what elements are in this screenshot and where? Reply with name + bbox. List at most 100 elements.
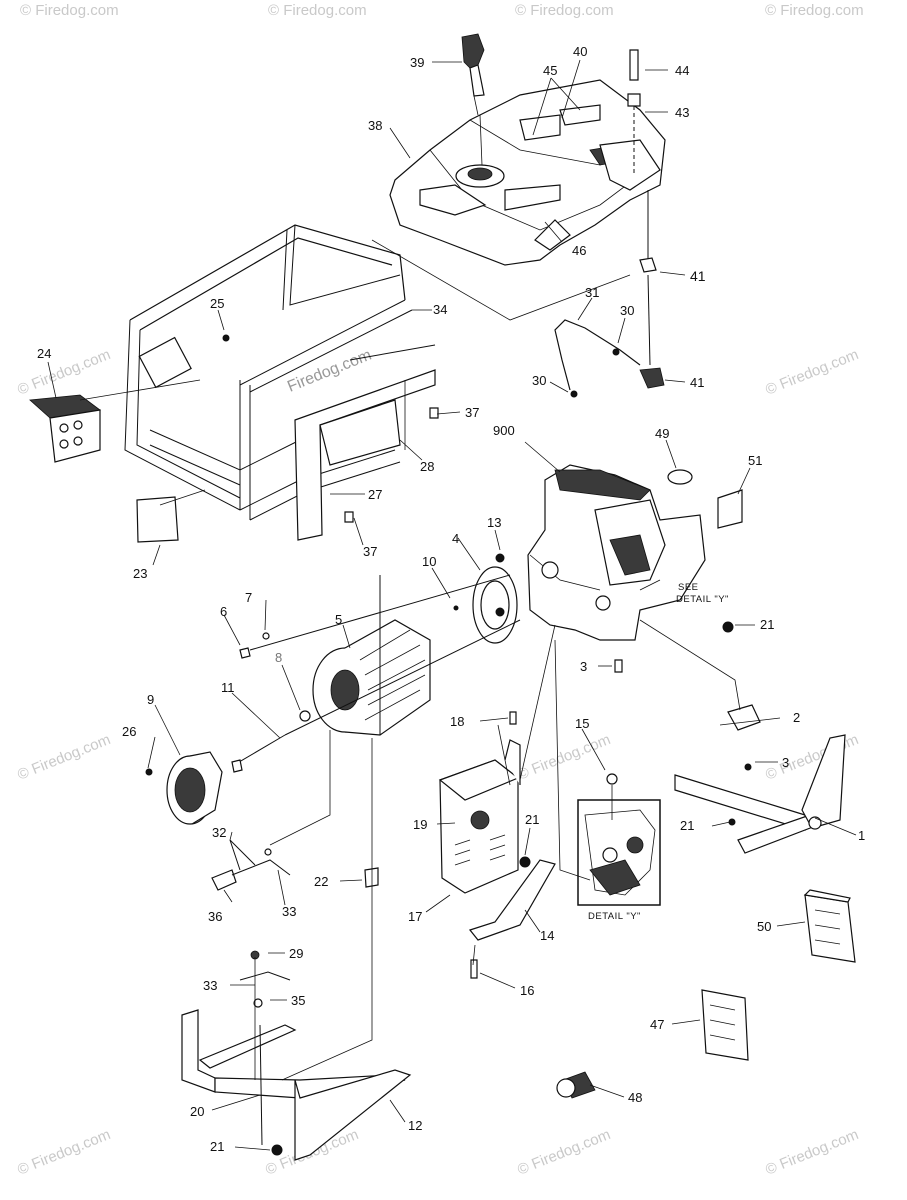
part-label-15: 15 bbox=[575, 716, 589, 731]
leader-lines bbox=[47, 59, 857, 1151]
part-label-51: 51 bbox=[748, 453, 762, 468]
watermark: © Firedog.com bbox=[515, 2, 614, 19]
watermark: © Firedog.com bbox=[763, 731, 861, 784]
handle-frame bbox=[674, 704, 846, 854]
stator-assembly bbox=[312, 575, 431, 736]
part-label-28: 28 bbox=[420, 459, 434, 474]
part-label-43: 43 bbox=[675, 105, 689, 120]
part-label-39: 39 bbox=[410, 55, 424, 70]
part-label-48: 48 bbox=[628, 1090, 642, 1105]
watermark: © Firedog.com bbox=[763, 1126, 861, 1179]
part-label-900: 900 bbox=[493, 423, 515, 438]
part-label-47: 47 bbox=[650, 1017, 664, 1032]
part-label-41-bottom: 41 bbox=[690, 375, 704, 390]
control-panel-part bbox=[29, 394, 101, 463]
part-label-5: 5 bbox=[335, 612, 342, 627]
part-label-49: 49 bbox=[655, 426, 669, 441]
part-label-29: 29 bbox=[289, 946, 303, 961]
part-label-12: 12 bbox=[408, 1118, 422, 1133]
part-label-41-top: 41 bbox=[690, 268, 706, 284]
part-label-27: 27 bbox=[368, 487, 382, 502]
part-label-10: 10 bbox=[422, 554, 436, 569]
part-label-30-upper: 30 bbox=[620, 303, 634, 318]
watermark: © Firedog.com bbox=[268, 2, 367, 19]
fuel-cap bbox=[461, 33, 485, 116]
part-label-35: 35 bbox=[291, 993, 305, 1008]
plug bbox=[556, 1071, 596, 1099]
part-label-1: 1 bbox=[858, 828, 865, 843]
part-label-11: 11 bbox=[221, 680, 235, 695]
part-label-3-engine: 3 bbox=[580, 659, 587, 674]
part-label-46: 46 bbox=[572, 243, 586, 258]
part-label-16: 16 bbox=[520, 983, 534, 998]
part-label-18: 18 bbox=[450, 714, 464, 729]
detail-y-ref: DETAIL "Y" bbox=[676, 594, 729, 605]
part-label-17: 17 bbox=[408, 909, 422, 924]
rear-cover bbox=[166, 751, 223, 825]
bolts bbox=[145, 553, 521, 776]
part-label-40: 40 bbox=[573, 44, 587, 59]
manuals bbox=[701, 889, 856, 1061]
detail-y-view bbox=[577, 799, 661, 906]
detail-y-caption: DETAIL "Y" bbox=[588, 911, 641, 922]
watermark: © Firedog.com bbox=[763, 346, 861, 399]
part-label-31: 31 bbox=[585, 285, 599, 300]
part-label-24: 24 bbox=[37, 346, 51, 361]
part-label-2: 2 bbox=[793, 710, 800, 725]
mount-bracket bbox=[727, 704, 761, 731]
part-label-25: 25 bbox=[210, 296, 224, 311]
part-label-33-lower: 33 bbox=[203, 978, 217, 993]
label-plate bbox=[136, 496, 179, 543]
watermark: © Firedog.com bbox=[15, 731, 113, 784]
part-label-38: 38 bbox=[368, 118, 382, 133]
part-label-21-frame: 21 bbox=[680, 818, 694, 833]
part-label-21-engine: 21 bbox=[760, 617, 774, 632]
decal-square bbox=[717, 489, 743, 529]
engine bbox=[527, 464, 706, 641]
watermark: © Firedog.com bbox=[15, 1126, 113, 1179]
fuel-line bbox=[554, 319, 641, 398]
watermark: © Firedog.com bbox=[515, 1126, 613, 1179]
decal-round bbox=[667, 469, 693, 485]
part-label-36: 36 bbox=[208, 909, 222, 924]
tank-bolt-stack bbox=[627, 49, 665, 389]
part-label-32: 32 bbox=[212, 825, 226, 840]
muffler-bracket bbox=[468, 859, 556, 941]
part-label-20: 20 bbox=[190, 1104, 204, 1119]
part-label-21-muffler: 21 bbox=[525, 812, 539, 827]
part-label-4: 4 bbox=[452, 531, 459, 546]
part-label-14: 14 bbox=[540, 928, 554, 943]
part-label-9: 9 bbox=[147, 692, 154, 707]
muffler bbox=[438, 739, 521, 894]
watermark: © Firedog.com bbox=[765, 2, 864, 19]
part-label-6: 6 bbox=[220, 604, 227, 619]
panel-bracket bbox=[294, 344, 436, 541]
small-hardware bbox=[222, 334, 752, 1156]
assembly-lines bbox=[79, 239, 741, 1081]
see-label: SEE bbox=[678, 582, 699, 593]
brush-assembly bbox=[211, 839, 291, 891]
part-label-37-lower: 37 bbox=[363, 544, 377, 559]
part-labels: 39 40 45 44 43 38 46 41 34 31 30 25 24 4… bbox=[37, 44, 865, 1154]
watermark-center: Firedog.com bbox=[285, 347, 374, 396]
part-label-3-frame: 3 bbox=[782, 755, 789, 770]
part-label-7: 7 bbox=[245, 590, 252, 605]
part-label-26: 26 bbox=[122, 724, 136, 739]
fuel-tank bbox=[389, 79, 666, 266]
frame-cradle bbox=[124, 224, 413, 521]
part-label-45: 45 bbox=[543, 63, 557, 78]
part-label-30-lower: 30 bbox=[532, 373, 546, 388]
part-label-50: 50 bbox=[757, 919, 771, 934]
rear-bearing-carrier bbox=[472, 566, 518, 644]
shock-mount bbox=[364, 867, 379, 888]
part-label-44: 44 bbox=[675, 63, 689, 78]
part-label-23: 23 bbox=[133, 566, 147, 581]
part-label-21-base: 21 bbox=[210, 1139, 224, 1154]
part-label-34: 34 bbox=[433, 302, 447, 317]
base-frame bbox=[181, 1009, 412, 1161]
part-label-33-upper: 33 bbox=[282, 904, 296, 919]
part-label-37-upper: 37 bbox=[465, 405, 479, 420]
part-label-19: 19 bbox=[413, 817, 427, 832]
part-label-8: 8 bbox=[275, 650, 282, 665]
